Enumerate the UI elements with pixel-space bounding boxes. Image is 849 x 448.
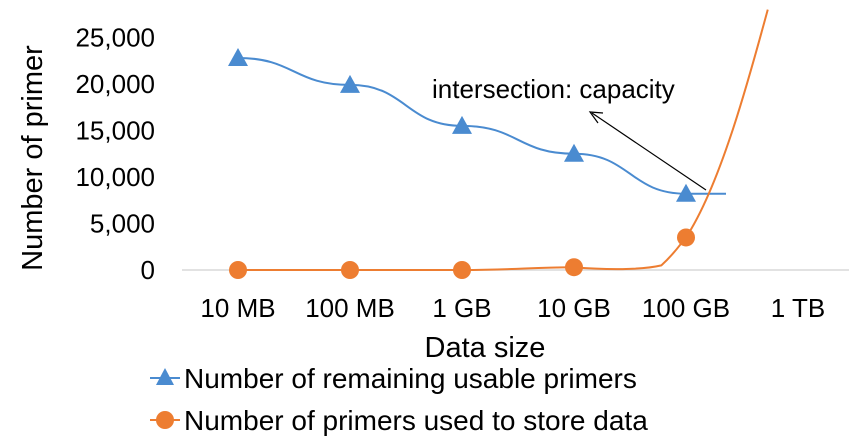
series-layer bbox=[228, 9, 769, 279]
data-point-circle bbox=[565, 258, 583, 277]
data-point-circle bbox=[677, 228, 695, 247]
annotation-text: intersection: capacity bbox=[432, 74, 675, 104]
legend-item-remaining-primers: Number of remaining usable primers bbox=[150, 363, 637, 394]
x-tick-label: 10 MB bbox=[200, 293, 275, 323]
y-tick-label: 15,000 bbox=[75, 116, 155, 146]
y-tick-label: 20,000 bbox=[75, 69, 155, 99]
data-point-triangle bbox=[228, 47, 248, 66]
y-tick-label: 25,000 bbox=[75, 23, 155, 53]
x-tick-label: 10 GB bbox=[537, 293, 611, 323]
series-used-primers bbox=[229, 9, 769, 279]
data-point-triangle bbox=[676, 183, 696, 202]
x-axis-title: Data size bbox=[425, 332, 546, 364]
data-point-circle bbox=[229, 261, 247, 279]
legend-label: Number of remaining usable primers bbox=[184, 363, 637, 394]
data-point-triangle bbox=[340, 74, 360, 93]
y-tick-label: 5,000 bbox=[90, 209, 155, 239]
x-tick-label: 1 GB bbox=[432, 293, 491, 323]
y-axis-title: Number of primer bbox=[17, 45, 49, 271]
annotation: intersection: capacity bbox=[432, 74, 707, 191]
legend-label: Number of primers used to store data bbox=[184, 405, 648, 436]
data-point-triangle bbox=[564, 143, 584, 162]
x-axis-ticks: 10 MB 100 MB 1 GB 10 GB 100 GB 1 TB bbox=[200, 293, 825, 323]
y-tick-label: 0 bbox=[141, 255, 155, 285]
x-tick-label: 1 TB bbox=[771, 293, 825, 323]
data-point-circle bbox=[453, 261, 471, 279]
y-tick-label: 10,000 bbox=[75, 162, 155, 192]
y-axis-ticks: 0 5,000 10,000 15,000 20,000 25,000 bbox=[75, 23, 155, 286]
legend: Number of remaining usable primers Numbe… bbox=[150, 363, 648, 436]
annotation-arrow bbox=[591, 112, 707, 191]
triangle-marker-icon bbox=[156, 368, 174, 385]
annotation-arrowhead bbox=[588, 111, 604, 124]
series-remaining-primers bbox=[228, 47, 726, 202]
data-point-circle bbox=[341, 261, 359, 279]
data-point-triangle bbox=[452, 115, 472, 134]
x-tick-label: 100 GB bbox=[642, 293, 730, 323]
legend-item-used-primers: Number of primers used to store data bbox=[150, 405, 648, 436]
x-tick-label: 100 MB bbox=[305, 293, 395, 323]
circle-marker-icon bbox=[156, 411, 174, 429]
series-line bbox=[238, 9, 769, 271]
